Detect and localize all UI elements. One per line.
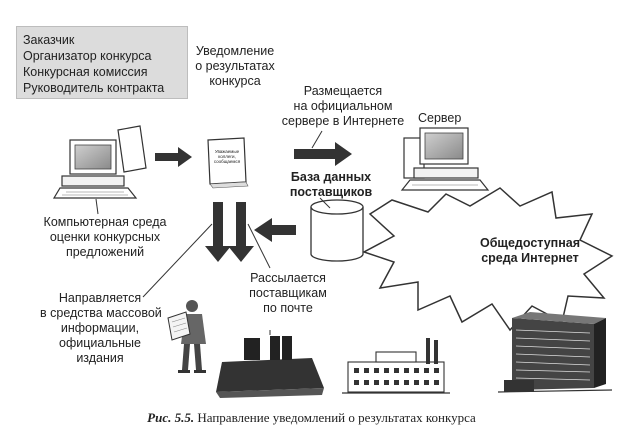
industrial-building-icon [342,338,450,394]
notice-document-text: Уважаемые коллеги, сообщаемся [213,149,241,164]
leader-line-posted [311,130,323,149]
arrow-to-server [294,142,352,166]
server-computer-icon [400,127,490,191]
evaluation-label: Компьютерная среда оценки конкурсных пре… [43,215,167,259]
notice-document-icon [207,137,249,189]
leader-line-media [142,223,213,298]
caption-text: Направление уведомлений о результатах ко… [197,410,476,425]
mail-label: Рассылается поставщикам по почте [249,271,327,315]
newspaper-reader-icon [167,300,206,373]
office-tower-icon [497,312,613,393]
role-organizer: Организатор конкурса [23,49,152,63]
leader-line-mail [247,223,271,269]
role-contract-manager: Руководитель контракта [23,81,165,95]
roles-box: Заказчик Организатор конкурса Конкурсная… [16,26,188,99]
media-label: Направляется в средства массовой информа… [40,291,162,365]
figure-caption: Рис. 5.5. Направление уведомлений о резу… [0,410,623,426]
internet-label: Общедоступная среда Интернет [479,236,581,265]
evaluation-computer-icon [52,139,138,199]
internet-burst-shape [362,187,614,332]
factory-icon [216,330,324,398]
notice-label: Уведомление о результатах конкурса [195,44,275,88]
caption-number: Рис. 5.5. [147,410,195,425]
arrow-to-notice [155,147,192,167]
distribution-arrows [205,202,254,262]
leader-line-evaluation [95,198,99,215]
role-customer: Заказчик [23,33,75,47]
blank-document-icon [117,125,147,173]
role-commission: Конкурсная комиссия [23,65,148,79]
arrow-from-database [254,218,296,242]
server-label: Сервер [418,111,462,125]
leader-line-database [319,197,331,209]
posted-label: Размещается на официальном сервере в Инт… [281,84,405,128]
database-cylinder-icon [310,199,364,262]
database-label: База данных поставщиков [289,170,373,199]
